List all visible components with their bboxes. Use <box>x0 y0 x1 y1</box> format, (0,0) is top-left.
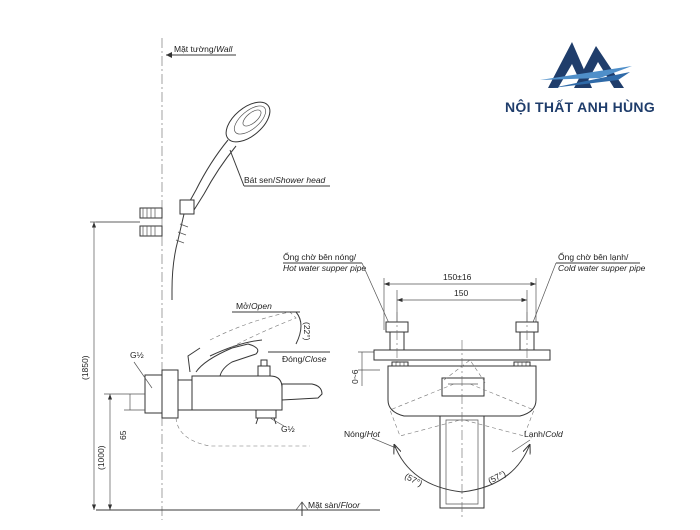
hot-pipe-label-en: Hot water supper pipe <box>283 263 366 273</box>
logo-mark-icon <box>540 42 632 88</box>
open-label: Mở/Open <box>236 301 272 311</box>
hot-angle: (57°) <box>403 471 424 489</box>
cold-angle: (57°) <box>486 468 507 486</box>
brand-logo: NỘI THẤT ANH HÙNG <box>505 42 655 115</box>
dim-center-tolerance: 150±16 <box>384 272 536 287</box>
wall-label: Mặt tường/Wall <box>174 44 233 54</box>
floor-label: Mặt sàn/Floor <box>308 500 361 510</box>
shower-head-leader <box>229 149 245 187</box>
svg-text:150±16: 150±16 <box>443 272 472 282</box>
dim-center: 150 <box>397 288 527 303</box>
cold-pipe-label-vi: Ống chờ bên lạnh/ <box>558 251 629 262</box>
cold-pipe-label-en: Cold water supper pipe <box>558 263 646 273</box>
shower-head <box>171 101 271 300</box>
lever-angle: (22°) <box>302 322 312 341</box>
hot-label: Nóng/Hot <box>344 429 381 439</box>
shower-holder <box>139 207 163 237</box>
lever-angle-arc <box>295 311 302 345</box>
svg-text:150: 150 <box>454 288 468 298</box>
brand-name: NỘI THẤT ANH HÙNG <box>505 98 655 115</box>
svg-text:(1850): (1850) <box>80 355 90 380</box>
dim-total-height: (1850) <box>80 221 140 510</box>
dim-spout-offset: 65 <box>118 394 145 440</box>
shower-head-label: Bát sen/Shower head <box>244 175 326 185</box>
close-label: Đóng/Close <box>282 354 327 364</box>
mixer-side <box>144 311 323 447</box>
svg-text:(1000): (1000) <box>96 445 106 470</box>
svg-text:0~6: 0~6 <box>350 369 360 384</box>
hot-pipe-label-vi: Ống chờ bên nóng/ <box>283 251 357 262</box>
svg-text:65: 65 <box>118 430 128 440</box>
thread-label-top: G½ <box>130 350 144 360</box>
cold-label: Lạnh/Cold <box>524 429 563 439</box>
cold-angle-arc <box>461 444 530 493</box>
dim-mixer-height: (1000) <box>96 393 145 510</box>
thread-label-bottom: G½ <box>281 424 295 434</box>
hot-angle-arc <box>394 444 463 493</box>
